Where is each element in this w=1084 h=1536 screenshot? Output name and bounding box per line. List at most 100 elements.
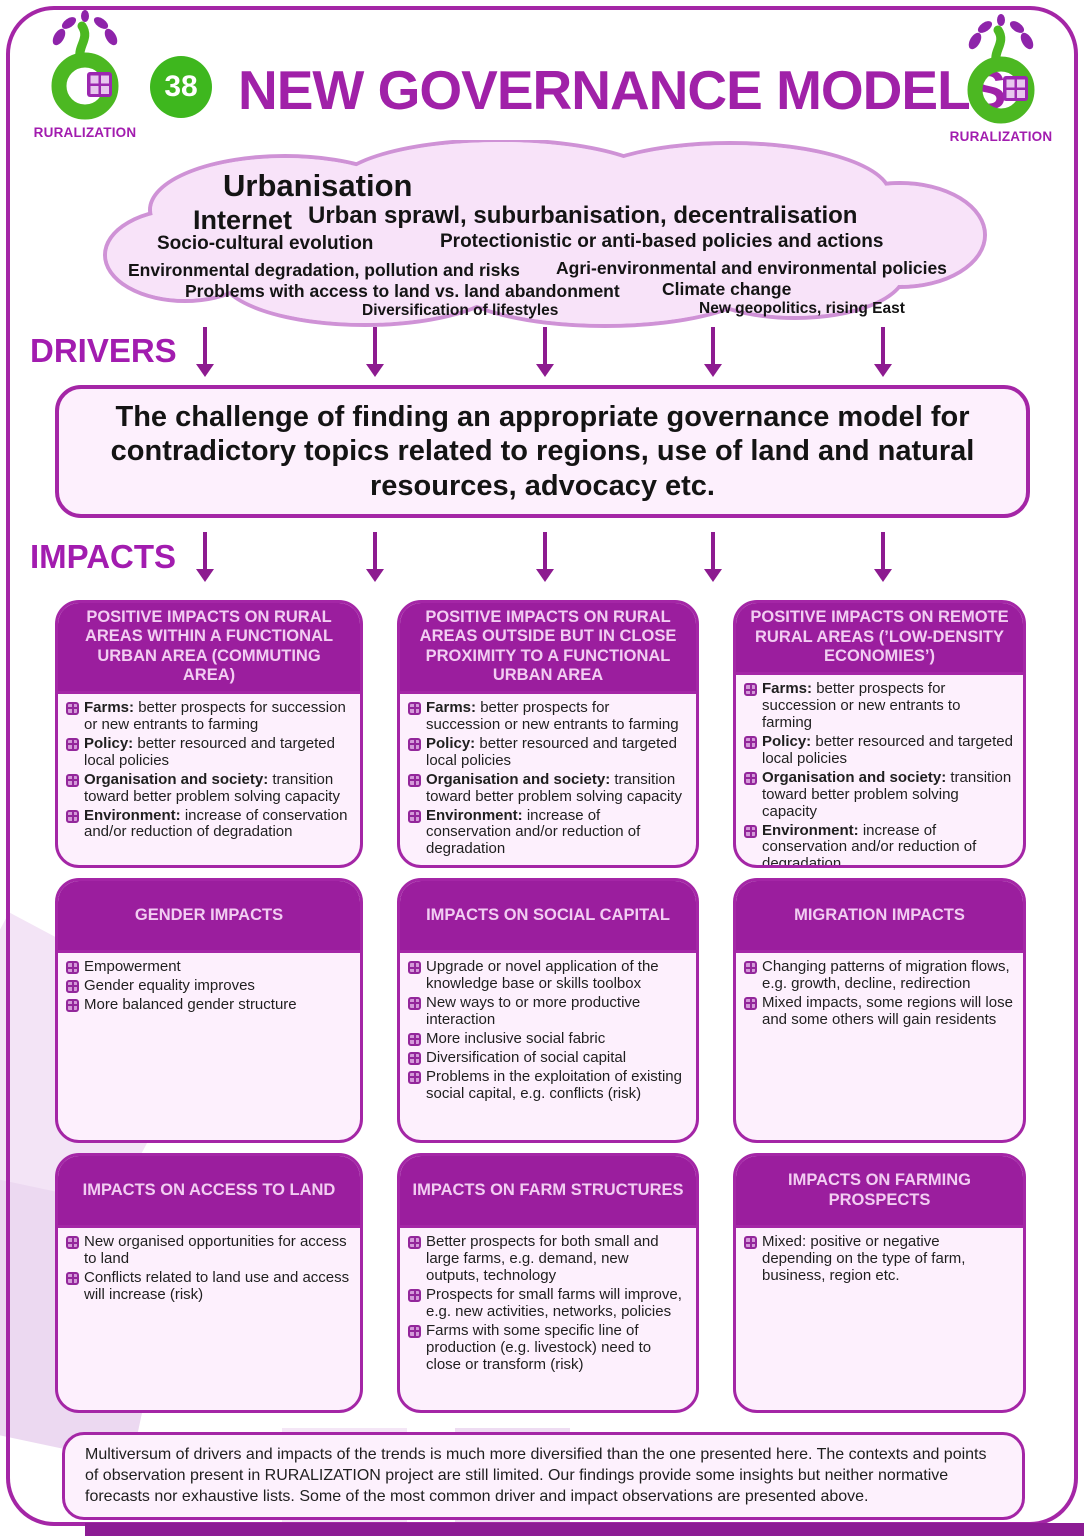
challenge-box: The challenge of finding an appropriate …: [55, 385, 1030, 518]
grid-bullet-icon: [408, 1070, 421, 1084]
down-arrow-icon: [536, 327, 554, 377]
grid-bullet-icon: [408, 737, 421, 751]
impact-item: Upgrade or novel application of the know…: [408, 958, 686, 993]
bottom-strip: [85, 1523, 1084, 1536]
grid-bullet-icon: [66, 809, 79, 823]
impact-item-text: Farms: better prospects for succession o…: [426, 698, 679, 733]
page-title: NEW GOVERNANCE MODELS: [238, 59, 1006, 121]
grid-bullet-icon: [66, 701, 79, 715]
ruralization-logo-right: RURALIZATION: [946, 14, 1056, 144]
grid-bullet-icon: [66, 979, 79, 993]
grid-bullet-icon: [408, 1324, 421, 1338]
driver-text: Protectionistic or anti-based policies a…: [440, 231, 884, 252]
driver-text: Problems with access to land vs. land ab…: [185, 281, 620, 301]
impact-item: Empowerment: [66, 958, 350, 976]
impact-item: Prospects for small farms will improve, …: [408, 1285, 686, 1321]
grid-bullet-icon: [744, 961, 757, 974]
impact-box: POSITIVE IMPACTS ON REMOTE RURAL AREAS (…: [733, 600, 1026, 868]
impact-item: Farms: better prospects for succession o…: [66, 698, 350, 734]
impact-item: Organisation and society: transition tow…: [744, 768, 1013, 821]
impact-box-body: Farms: better prospects for succession o…: [400, 694, 696, 864]
impact-item-text: Policy: better resourced and targeted lo…: [762, 732, 1013, 767]
impact-item: New ways to or more productive interacti…: [408, 994, 686, 1029]
impact-item-text: Policy: better resourced and targeted lo…: [84, 734, 335, 769]
impact-item-text: Conflicts related to land use and access…: [84, 1268, 350, 1303]
down-arrow-icon: [874, 327, 892, 377]
impact-box: IMPACTS ON SOCIAL CAPITAL Upgrade or nove…: [397, 878, 699, 1143]
driver-text: Agri-environmental and environmental pol…: [556, 258, 947, 278]
down-arrow-icon: [704, 327, 722, 377]
grid-bullet-icon: [744, 824, 757, 838]
impact-item-text: Prospects for small farms will improve, …: [426, 1285, 682, 1320]
grid-bullet-icon: [408, 996, 421, 1010]
grid-bullet-icon: [66, 737, 79, 751]
driver-text: Diversification of lifestyles: [362, 302, 559, 319]
impact-item-text: Environment: increase of conservation an…: [762, 821, 977, 868]
grid-bullet-icon: [744, 683, 757, 696]
grid-bullet-icon: [408, 1032, 421, 1046]
impact-item-text: Organisation and society: transition tow…: [762, 768, 1012, 820]
impact-item: New organised opportunities for access t…: [66, 1233, 350, 1268]
impact-item-text: Farms: better prospects for succession o…: [84, 698, 346, 733]
impact-item-text: Problems in the exploitation of existing…: [426, 1067, 682, 1102]
impact-box-body: Better prospects for both small and larg…: [400, 1228, 696, 1380]
impact-box-title: GENDER IMPACTS: [58, 881, 360, 953]
impact-item: Environment: increase of conservation an…: [408, 807, 686, 859]
impact-item-text: Diversification of social capital: [426, 1048, 627, 1066]
grid-bullet-icon: [66, 1271, 79, 1285]
ruralization-logo-left: RURALIZATION: [30, 10, 140, 140]
impact-box-body: Upgrade or novel application of the know…: [400, 953, 696, 1109]
driver-text: Urbanisation: [223, 168, 413, 203]
impact-item-text: More balanced gender structure: [84, 995, 297, 1013]
impact-item: Mixed impacts, some regions will lose an…: [744, 993, 1013, 1029]
down-arrow-icon: [366, 532, 384, 582]
impact-item-text: Farms: better prospects for succession o…: [762, 680, 961, 731]
impact-item-text: New organised opportunities for access t…: [84, 1233, 347, 1267]
impact-box-body: Farms: better prospects for succession o…: [58, 694, 360, 848]
impact-item: More balanced gender structure: [66, 995, 350, 1014]
impact-item-text: Organisation and society: transition tow…: [84, 770, 340, 805]
grid-bullet-icon: [408, 1051, 421, 1065]
impact-item: Environment: increase of conservation an…: [744, 821, 1013, 868]
down-arrow-icon: [874, 532, 892, 582]
number-badge: 38: [150, 56, 212, 118]
down-arrow-icon: [536, 532, 554, 582]
impact-item: Organisation and society: transition tow…: [408, 770, 686, 806]
impact-item: Changing patterns of migration flows, e.…: [744, 958, 1013, 993]
grid-bullet-icon: [66, 998, 79, 1012]
impact-box-body: Farms: better prospects for succession o…: [736, 675, 1023, 868]
grid-bullet-icon: [408, 809, 421, 823]
impact-box-title: POSITIVE IMPACTS ON RURAL AREAS WITHIN A…: [58, 603, 360, 694]
impact-item: Better prospects for both small and larg…: [408, 1233, 686, 1285]
grid-bullet-icon: [408, 1288, 421, 1302]
impact-box-body: Mixed: positive or negative depending on…: [736, 1228, 1023, 1291]
impact-box: MIGRATION IMPACTS Changing patterns of mi…: [733, 878, 1026, 1143]
grid-bullet-icon: [744, 996, 757, 1010]
impact-item-text: Farms with some specific line of product…: [426, 1321, 652, 1373]
impact-item-text: Policy: better resourced and targeted lo…: [426, 734, 677, 769]
impact-item-text: Changing patterns of migration flows, e.…: [762, 958, 1010, 992]
impact-item-text: Upgrade or novel application of the know…: [426, 958, 659, 992]
impact-item-text: Mixed impacts, some regions will lose an…: [762, 993, 1013, 1028]
impact-box-title: POSITIVE IMPACTS ON RURAL AREAS OUTSIDE …: [400, 603, 696, 694]
grid-bullet-icon: [408, 961, 421, 974]
driver-text: Climate change: [662, 279, 792, 299]
impact-box-title: IMPACTS ON SOCIAL CAPITAL: [400, 881, 696, 953]
impact-item: Diversification of social capital: [408, 1048, 686, 1067]
ruralization-plant-icon: [967, 14, 1035, 124]
grid-bullet-icon: [66, 961, 79, 974]
impact-box-title: MIGRATION IMPACTS: [736, 881, 1023, 953]
impact-item: Farms with some specific line of product…: [408, 1321, 686, 1374]
grid-bullet-icon: [66, 773, 79, 787]
impact-item: Policy: better resourced and targeted lo…: [744, 732, 1013, 768]
impact-item-text: Organisation and society: transition tow…: [426, 770, 682, 805]
grid-bullet-icon: [744, 771, 757, 785]
impact-box-title: POSITIVE IMPACTS ON REMOTE RURAL AREAS (…: [736, 603, 1023, 675]
impact-item: Conflicts related to land use and access…: [66, 1268, 350, 1304]
impact-item-text: Environment: increase of conservation an…: [84, 806, 348, 841]
impact-item: Farms: better prospects for succession o…: [744, 680, 1013, 732]
